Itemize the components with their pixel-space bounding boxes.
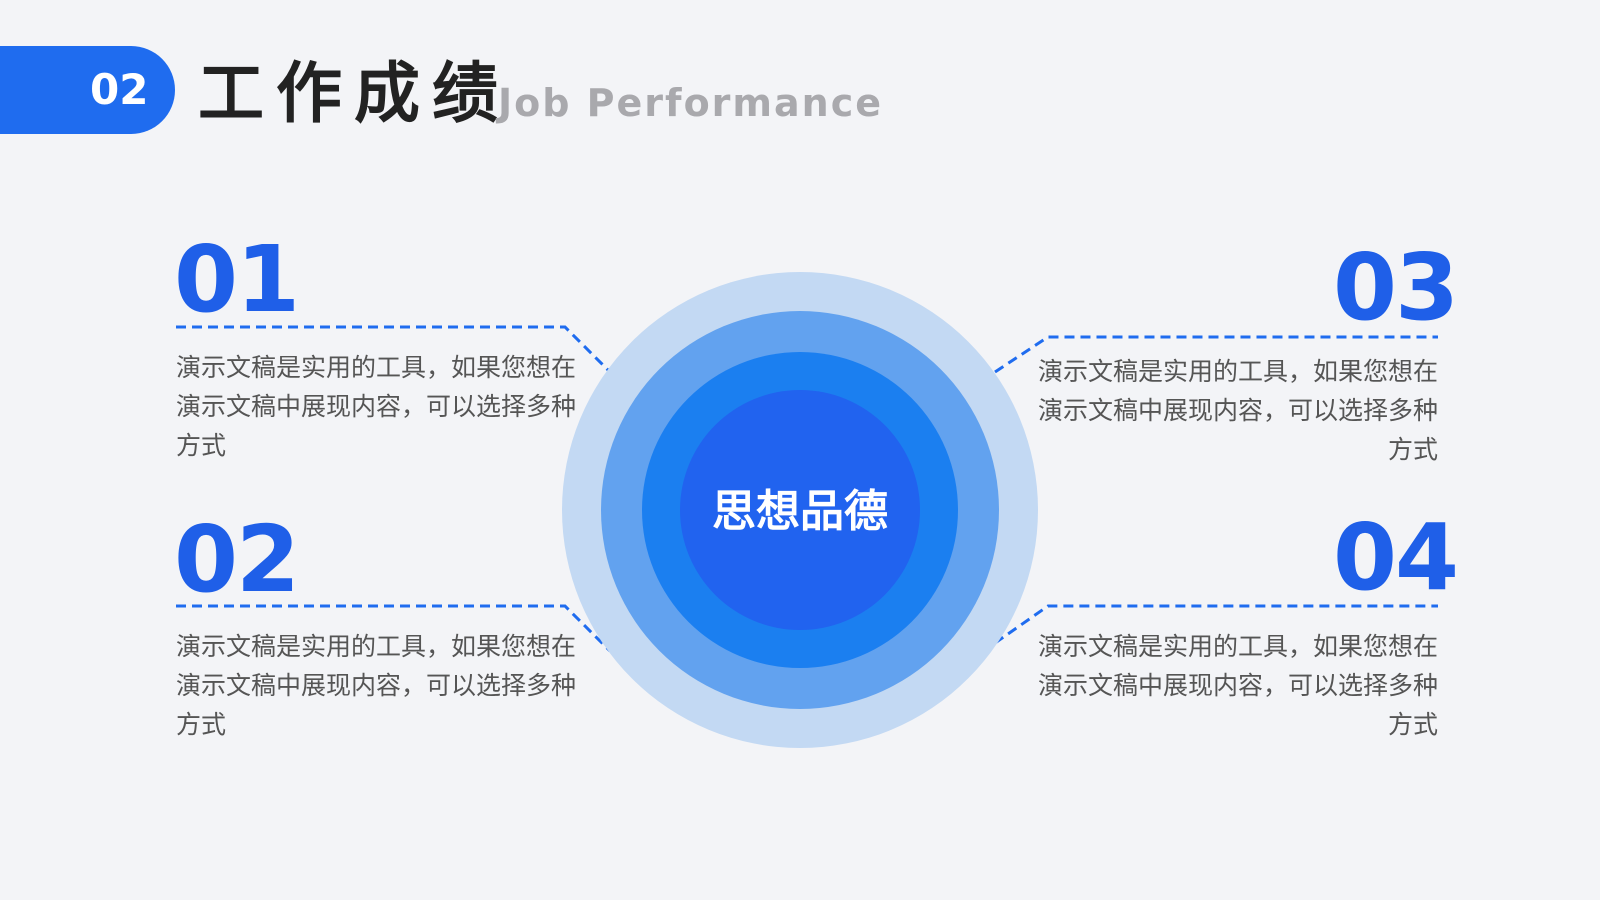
item-number-03: 03 xyxy=(1333,234,1459,341)
item-text-01: 演示文稿是实用的工具，如果您想在演示文稿中展现内容，可以选择多种方式 xyxy=(176,353,577,460)
page-title: 工作成绩 xyxy=(198,55,510,132)
item-number-04: 04 xyxy=(1333,504,1459,611)
section-tab: 02 xyxy=(0,46,175,134)
section-number: 02 xyxy=(90,65,149,114)
connector-line-01 xyxy=(176,325,612,374)
item-text-03: 演示文稿是实用的工具，如果您想在演示文稿中展现内容，可以选择多种方式 xyxy=(1038,357,1439,464)
connector-line-03 xyxy=(994,335,1438,374)
item-number-01: 01 xyxy=(174,226,300,333)
ring-inner xyxy=(680,390,920,630)
item-number-02: 02 xyxy=(174,506,300,613)
page-subtitle: Job Performance xyxy=(498,81,884,125)
connector-line-04 xyxy=(994,604,1438,645)
center-label: 思想品德 xyxy=(712,486,888,537)
item-text-04: 演示文稿是实用的工具，如果您想在演示文稿中展现内容，可以选择多种方式 xyxy=(1038,632,1439,739)
item-text-02: 演示文稿是实用的工具，如果您想在演示文稿中展现内容，可以选择多种方式 xyxy=(176,632,577,739)
connector-line-02 xyxy=(176,604,612,653)
